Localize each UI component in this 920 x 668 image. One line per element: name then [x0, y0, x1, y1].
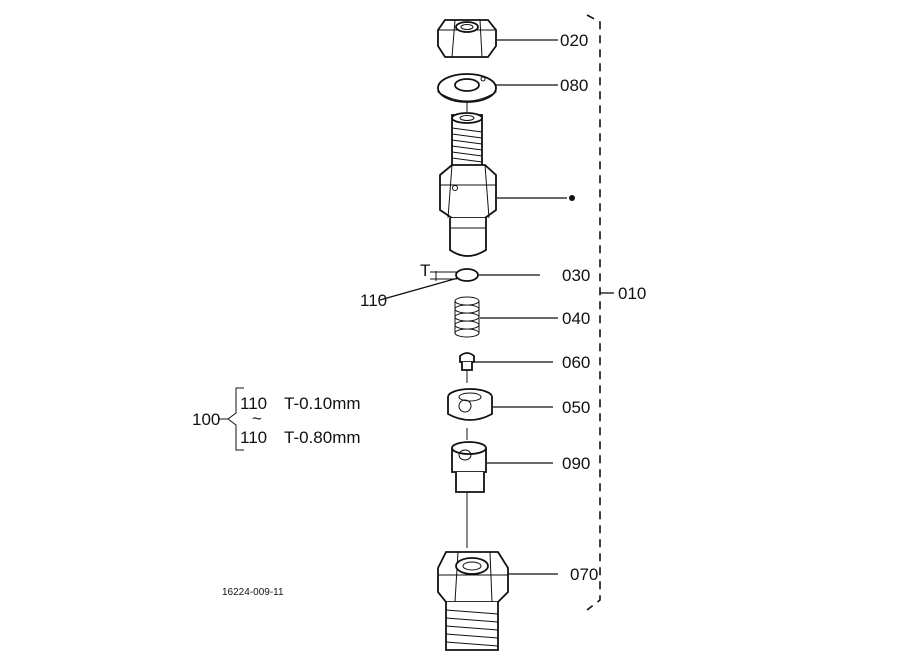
- shim-option-1-part: 110: [240, 394, 267, 413]
- nozzle-090-drawing: [451, 428, 487, 493]
- nozzle-nut-070-drawing: [437, 551, 509, 651]
- pin-060-drawing: [459, 352, 475, 383]
- washer-080-drawing: [437, 73, 497, 103]
- label-050: 050: [562, 398, 590, 417]
- label-060: 060: [562, 353, 590, 372]
- range-mark: ~: [252, 409, 262, 428]
- distance-piece-050-drawing: [447, 388, 493, 421]
- label-100: 100: [192, 410, 220, 429]
- assembly-bracket-010: [586, 14, 601, 611]
- drawing-number: 16224-009-11: [222, 587, 284, 598]
- label-070: 070: [570, 565, 598, 584]
- label-080: 080: [560, 76, 588, 95]
- label-020: 020: [560, 31, 588, 50]
- shim-030-drawing: [455, 268, 479, 282]
- nozzle-holder-drawing: [439, 112, 497, 257]
- label-010: 010: [618, 284, 646, 303]
- leader-110: [379, 277, 459, 301]
- shim-option-1-thickness: T-0.10mm: [284, 394, 361, 413]
- label-110: 110: [360, 291, 387, 310]
- label-040: 040: [562, 309, 590, 328]
- label-030: 030: [562, 266, 590, 285]
- nut-020-drawing: [437, 19, 497, 58]
- shim-option-2-part: 110: [240, 428, 267, 447]
- spring-040-drawing: [454, 296, 480, 338]
- label-090: 090: [562, 454, 590, 473]
- leader-dot: [569, 195, 575, 201]
- label-t: T: [420, 261, 430, 280]
- shim-option-2-thickness: T-0.80mm: [284, 428, 361, 447]
